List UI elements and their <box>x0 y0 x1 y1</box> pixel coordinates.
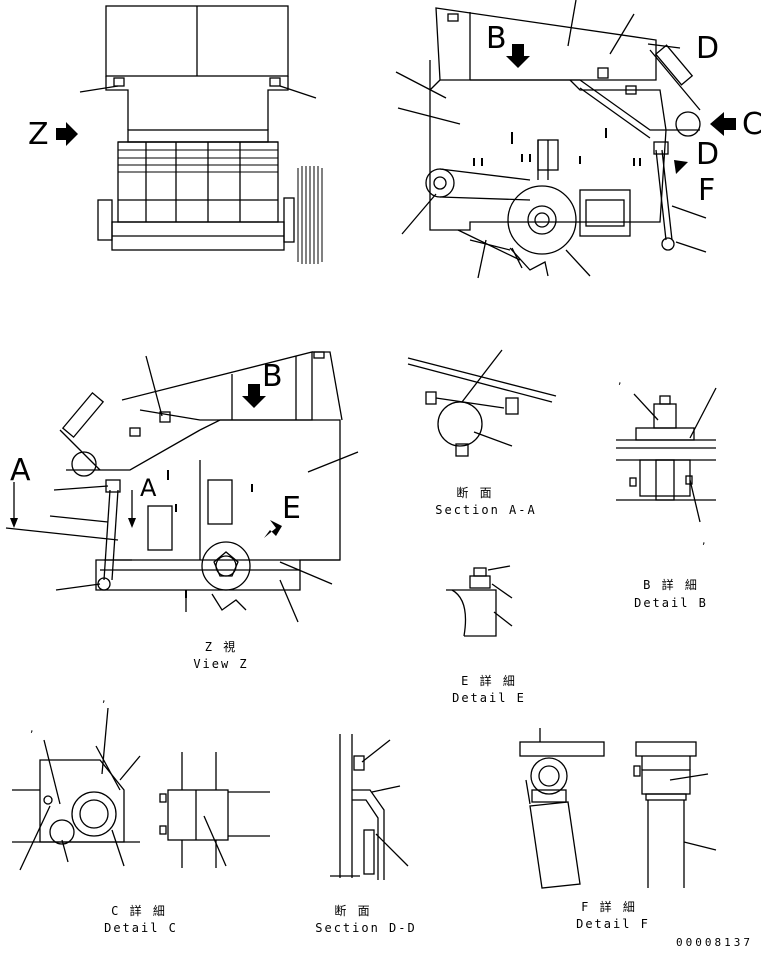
caption-detail-b-en: Detail B <box>634 596 708 610</box>
comma-mark-1: , <box>618 374 622 387</box>
caption-view-z-en: View Z <box>193 657 249 671</box>
front-view <box>56 5 323 264</box>
caption-detail-e-jp: E 詳 細 <box>461 674 517 688</box>
caption-detail-b-jp: B 詳 細 <box>643 578 699 592</box>
detail-b <box>616 387 717 523</box>
section-d-d <box>330 734 409 880</box>
document-number: 00008137 <box>676 936 753 949</box>
marker-f-right: F <box>698 173 716 208</box>
caption-detail-c-en: Detail C <box>104 921 178 935</box>
marker-e-mid: E <box>282 491 301 526</box>
marker-a-mid: A <box>140 474 157 502</box>
comma-mark-3: , <box>102 692 106 705</box>
detail-f <box>519 728 717 889</box>
caption-view-z-jp: Z 視 <box>204 640 238 654</box>
comma-mark-4: , <box>30 722 34 735</box>
view-z <box>5 351 359 623</box>
caption-detail-e-en: Detail E <box>452 691 526 705</box>
comma-mark-2: , <box>702 534 706 547</box>
marker-d-top: D <box>696 31 720 66</box>
detail-c <box>12 707 270 871</box>
detail-e <box>446 565 513 637</box>
marker-a-left: A <box>10 453 31 488</box>
caption-section-dd-jp: 断 面 <box>334 904 372 918</box>
marker-z: Z <box>28 117 49 152</box>
caption-section-aa-en: Section A-A <box>435 503 537 517</box>
caption-section-dd-en: Section D-D <box>315 921 417 935</box>
marker-c-right: C <box>742 107 761 142</box>
caption-detail-f-jp: F 詳 細 <box>581 900 637 914</box>
caption-section-aa-jp: 断 面 <box>456 486 494 500</box>
section-a-a <box>407 349 557 457</box>
side-view <box>395 0 736 279</box>
marker-b-top: B <box>486 21 507 56</box>
marker-b-mid: B <box>262 359 283 394</box>
caption-detail-c-jp: C 詳 細 <box>111 904 167 918</box>
marker-d-right: D <box>696 137 720 172</box>
caption-detail-f-en: Detail F <box>576 917 650 931</box>
